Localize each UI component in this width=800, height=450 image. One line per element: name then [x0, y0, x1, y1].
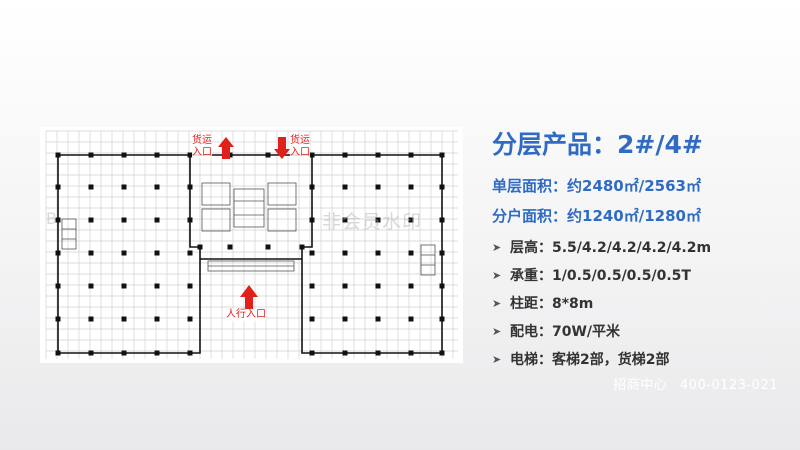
spec-item-load: ➤ 承重：1/0.5/0.5/0.5/0.5T	[492, 266, 711, 294]
spec-item-height: ➤ 层高：5.5/4.2/4.2/4.2/4.2m	[492, 238, 711, 266]
freight-entry-arrow-icon	[274, 137, 290, 159]
floor-plan: 货运 入口 货运 入口 人行入口	[40, 127, 463, 363]
freight-exit-arrow-icon	[218, 137, 234, 159]
spec-text: 电梯：客梯2部，货梯2部	[510, 352, 670, 368]
freight-label-line-2: 入口	[290, 147, 310, 158]
pedestrian-entrance-label: 人行入口	[226, 309, 266, 321]
spec-text: 柱距：8*8m	[510, 296, 594, 312]
spec-item-elevator: ➤ 电梯：客梯2部，货梯2部	[492, 350, 711, 378]
floor-plan-drawing	[45, 130, 458, 359]
entrance-arrows	[218, 137, 290, 309]
footer-phone: 400-0123-021	[679, 378, 778, 393]
freight-label-line-1: 货运	[192, 135, 212, 146]
floor-area: 单层面积：约2480㎡/2563㎡	[492, 177, 701, 195]
spec-item-power: ➤ 配电：70W/平米	[492, 322, 711, 350]
watermark-fragment: B	[46, 209, 57, 228]
footer-contact: 招商中心 400-0123-021	[605, 374, 778, 393]
triangle-bullet-icon: ➤	[492, 269, 502, 282]
watermark: 非会员水印	[322, 211, 423, 233]
freight-label-line-2: 入口	[192, 147, 212, 158]
spec-text: 层高：5.5/4.2/4.2/4.2/4.2m	[510, 240, 712, 256]
freight-entrance-label-left: 货运 入口	[192, 135, 212, 159]
spec-text: 承重：1/0.5/0.5/0.5/0.5T	[510, 268, 691, 284]
triangle-bullet-icon: ➤	[492, 325, 502, 338]
triangle-bullet-icon: ➤	[492, 241, 502, 254]
pedestrian-arrow-icon	[240, 285, 258, 309]
freight-entrance-label-right: 货运 入口	[290, 135, 310, 159]
freight-label-line-1: 货运	[290, 135, 310, 146]
triangle-bullet-icon: ➤	[492, 297, 502, 310]
triangle-bullet-icon: ➤	[492, 353, 502, 366]
footer-label: 招商中心	[613, 378, 668, 393]
page-title: 分层产品：2#/4#	[492, 130, 703, 159]
spec-list: ➤ 层高：5.5/4.2/4.2/4.2/4.2m ➤ 承重：1/0.5/0.5/0…	[492, 238, 711, 378]
unit-area: 分户面积：约1240㎡/1280㎡	[492, 207, 701, 225]
spec-text: 配电：70W/平米	[510, 324, 621, 340]
spec-item-column-spacing: ➤ 柱距：8*8m	[492, 294, 711, 322]
